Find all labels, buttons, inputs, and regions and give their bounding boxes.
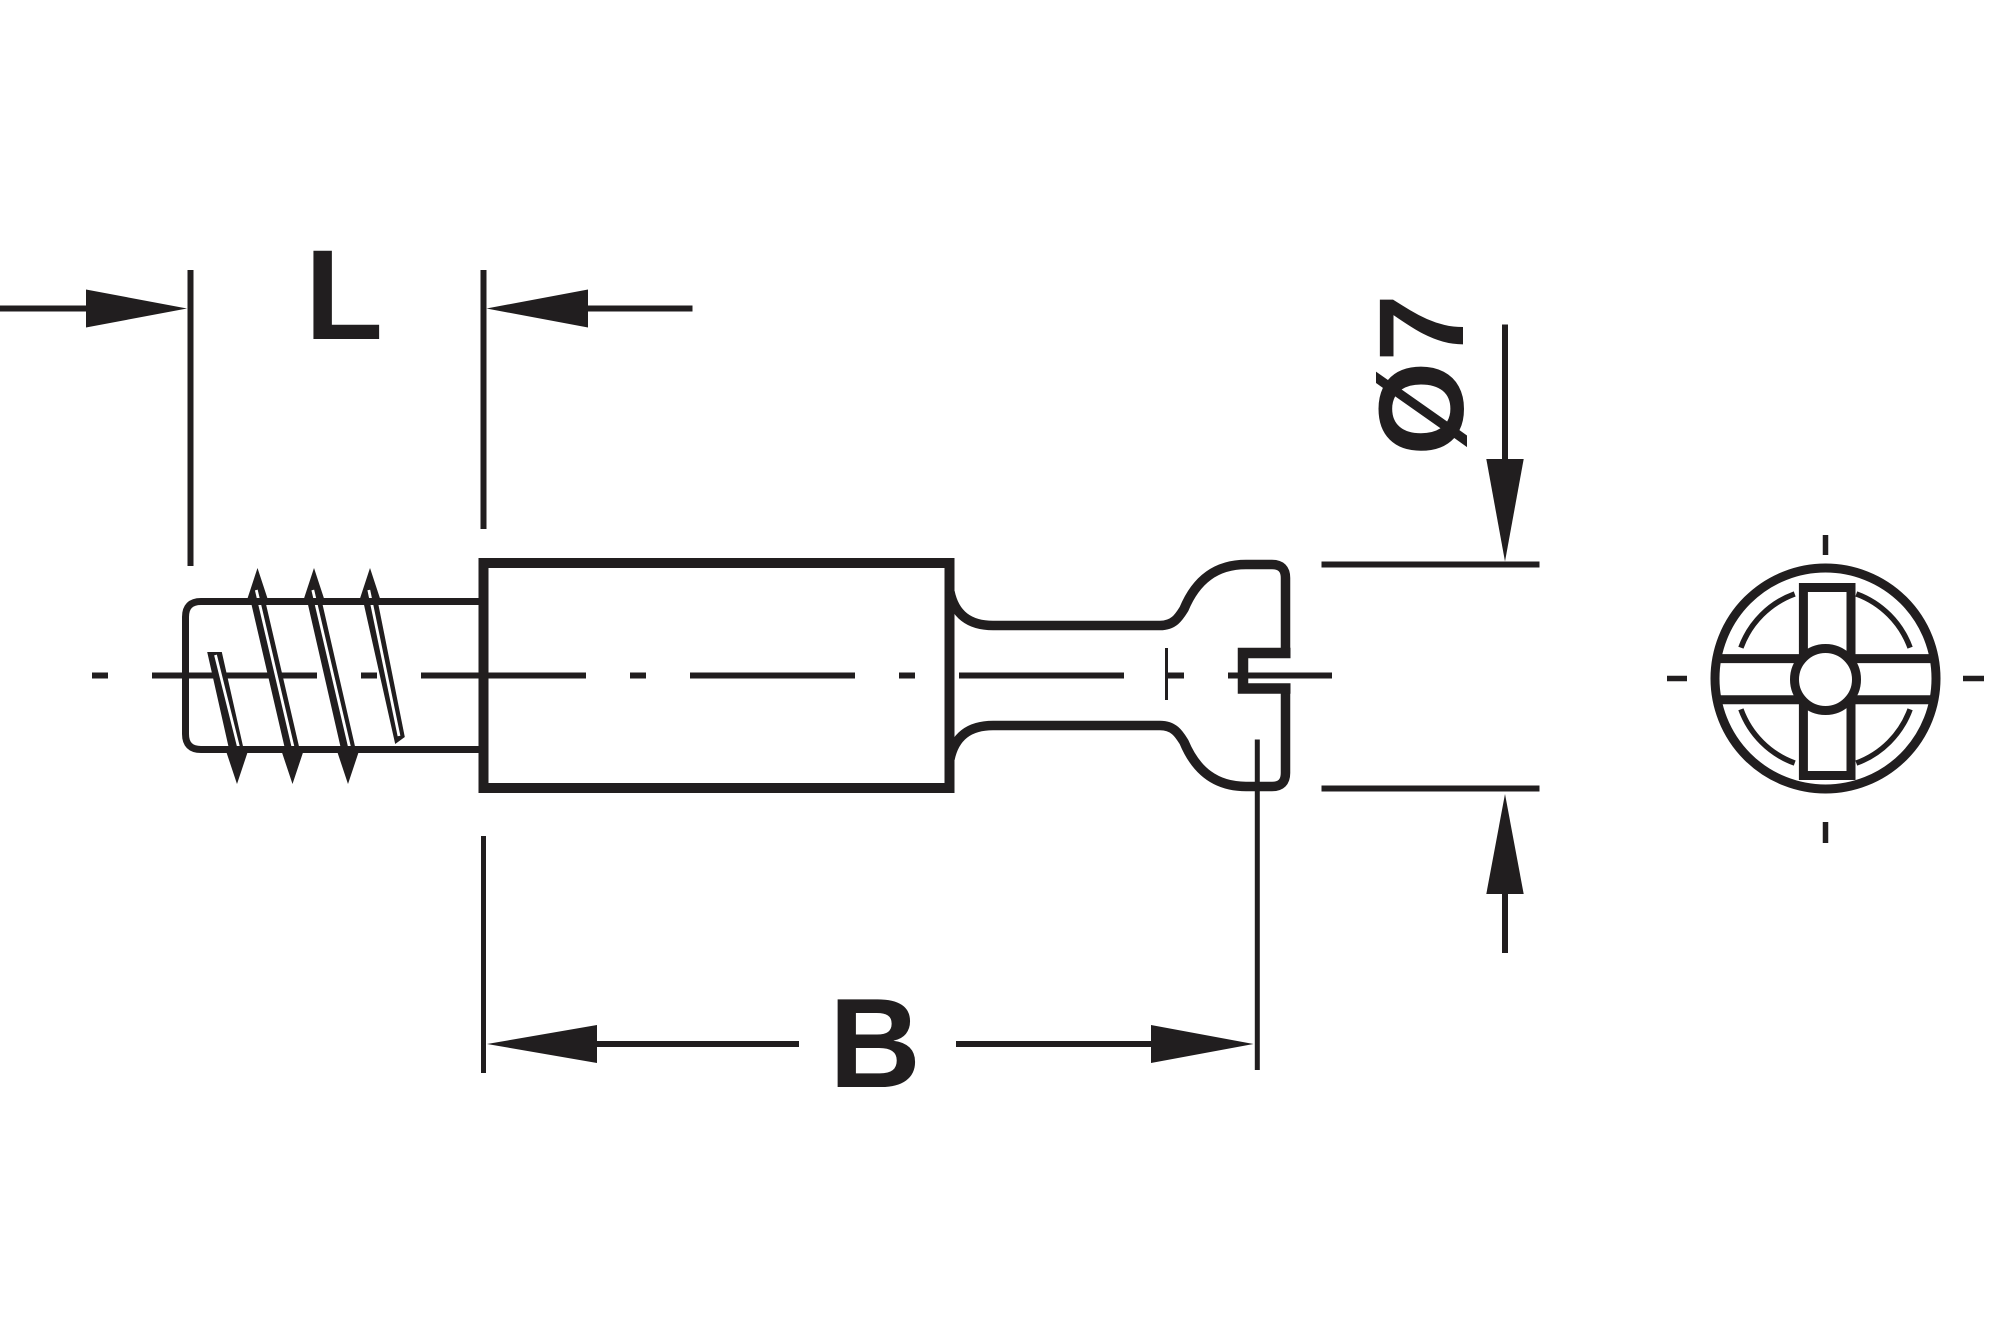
- svg-text:L: L: [305, 224, 383, 367]
- svg-text:Ø7: Ø7: [1353, 294, 1489, 455]
- svg-text:B: B: [829, 972, 921, 1114]
